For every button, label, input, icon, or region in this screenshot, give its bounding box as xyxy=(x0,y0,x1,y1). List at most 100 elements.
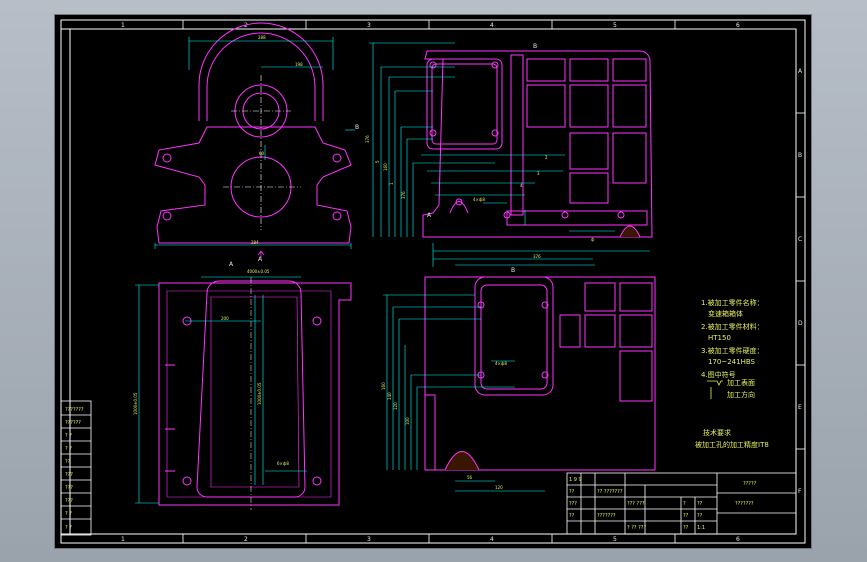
note-4-surface: 加工表面 xyxy=(727,378,755,387)
grid-col-2: 2 xyxy=(244,22,248,29)
grid-col-4: 4 xyxy=(490,22,494,29)
side-label-b: B xyxy=(533,43,537,50)
grid-row-f: F xyxy=(798,488,802,495)
grid-labels: 1 2 3 4 5 6 1 2 3 4 5 6 A B C D E F xyxy=(121,22,803,543)
grid-col-6-bottom: 6 xyxy=(736,536,740,543)
front-view[interactable]: 288 198 284 60 B A xyxy=(154,22,359,263)
title-c5: ?? xyxy=(683,513,689,519)
side-dim-1: 1 xyxy=(389,182,394,185)
grid-col-3: 3 xyxy=(367,22,371,29)
front-dim-bottom: 284 xyxy=(251,240,259,245)
drawing-border xyxy=(60,19,806,544)
grid-col-1: 1 xyxy=(121,22,125,29)
note-2: 2.被加工零件材料： xyxy=(701,322,764,331)
stamp-label-8: ??? xyxy=(65,498,73,504)
grid-col-3-bottom: 3 xyxy=(367,536,371,543)
surface-symbol-icon xyxy=(707,380,723,386)
grid-row-c: C xyxy=(798,236,802,243)
plan-dim-top: 4000±0.05 xyxy=(247,269,270,274)
grid-col-2-bottom: 2 xyxy=(244,536,248,543)
title-name: ??????? xyxy=(735,501,754,507)
grid-col-4-bottom: 4 xyxy=(490,536,494,543)
notes-block: 1.被加工零件名称： 变速箱箱体 2.被加工零件材料： HT150 3.被加工零… xyxy=(695,298,769,449)
side-stamp-table: ??????? ?????? ? ? ? ? ?? ??? ??? ??? ? … xyxy=(60,400,92,536)
side-dim-hole: 4×ф8 xyxy=(473,197,485,202)
sec-dim-hole: 4×ф8 xyxy=(495,361,507,366)
note-3: 3.被加工零件硬度： xyxy=(701,346,764,355)
side-dim-f: ф xyxy=(591,237,595,242)
side-dim-376b: 376 xyxy=(401,191,406,199)
title-c1: ?? ??????? xyxy=(597,489,623,495)
cad-viewport[interactable]: 1 2 3 4 5 6 1 2 3 4 5 6 A B C D E F xyxy=(55,15,811,548)
sec-dim-1: 160 xyxy=(381,382,386,390)
plan-dim-left: 1000±0.05 xyxy=(133,392,138,415)
title-c3: ? xyxy=(683,501,686,507)
sec-dim-b1: 56 xyxy=(467,475,473,480)
grid-row-e: E xyxy=(798,404,802,411)
plan-view[interactable]: 4000±0.05 200 1000±0.05 1000±0.05 6×ф8 A xyxy=(133,261,352,510)
stamp-label-1: ??????? xyxy=(65,407,84,413)
title-r2: ?? xyxy=(569,489,575,495)
grid-row-a: A xyxy=(798,68,803,75)
title-c6: ? ?? ??? xyxy=(627,525,646,531)
grid-col-5: 5 xyxy=(613,22,617,29)
grid-col-1-bottom: 1 xyxy=(121,536,125,543)
grid-col-5-bottom: 5 xyxy=(613,536,617,543)
side-label-a: A xyxy=(427,212,432,219)
title-c10: 1:1 xyxy=(697,525,705,531)
title-r3: ??? xyxy=(569,501,577,507)
plan-label-a: A xyxy=(229,261,234,268)
grid-ticks xyxy=(182,20,805,543)
title-r1: 1 9 9 xyxy=(569,477,582,483)
side-dim-3: 3 xyxy=(537,171,540,176)
sec-dim-2: 140 xyxy=(387,392,392,400)
title-c4: ?? xyxy=(697,501,703,507)
front-label-b: B xyxy=(355,124,359,131)
title-r4: ?? xyxy=(569,513,575,519)
note-2-value: HT150 xyxy=(708,334,731,342)
title-block[interactable]: ????? ??????? 1 9 9 ?? ??? ?? ?? ???????… xyxy=(566,472,797,535)
sec-dim-b2: 120 xyxy=(495,485,503,490)
note-4: 4.图中符号 xyxy=(701,370,736,379)
note-4-direction: 加工方向 xyxy=(727,390,755,399)
req-title: 技术要求 xyxy=(703,428,731,437)
title-top: ????? xyxy=(743,481,757,487)
front-dim-60: 60 xyxy=(259,151,265,156)
req-text: 被加工孔的加工精度IT8 xyxy=(695,440,769,449)
stamp-label-10: ? ? xyxy=(65,525,72,531)
note-1: 1.被加工零件名称： xyxy=(701,298,764,307)
plan-dim-mid: 1000±0.05 xyxy=(257,382,262,405)
note-1-value: 变速箱箱体 xyxy=(708,309,743,318)
stamp-label-6: ??? xyxy=(65,472,73,478)
front-label-a: A xyxy=(258,256,263,263)
drawing-canvas[interactable]: 1 2 3 4 5 6 1 2 3 4 5 6 A B C D E F xyxy=(55,15,811,548)
side-dim-160: 160 xyxy=(383,163,388,171)
stamp-label-9: ? ? xyxy=(65,511,72,517)
stamp-label-4: ? ? xyxy=(65,446,72,452)
stamp-label-3: ? ? xyxy=(65,433,72,439)
front-dim-r: 198 xyxy=(295,62,303,67)
note-3-value: 170~241HBS xyxy=(708,358,756,366)
front-arrow-a xyxy=(257,250,265,259)
grid-row-d: D xyxy=(798,320,803,327)
sec-dim-4: 100 xyxy=(405,417,410,425)
title-c2: ??? ??? xyxy=(627,501,645,507)
side-view[interactable]: 376 5 160 1 376 2 3 4 4×ф8 376 ф A B xyxy=(365,42,653,267)
side-dim-bottom: 376 xyxy=(533,254,541,259)
grid-col-6: 6 xyxy=(736,22,740,29)
front-dim-top: 288 xyxy=(258,35,266,40)
grid-row-b: B xyxy=(798,152,802,159)
title-c8: ??????? xyxy=(597,513,616,519)
plan-dim-hole: 6×ф8 xyxy=(277,461,289,466)
stamp-label-5: ?? xyxy=(65,459,71,465)
title-c7: ?? xyxy=(697,513,703,519)
title-c9: ?? xyxy=(683,525,689,531)
side-dim-376: 376 xyxy=(365,135,370,143)
section-view[interactable]: 160 140 120 100 4×ф8 56 120 B xyxy=(381,267,656,492)
side-dim-5: 5 xyxy=(375,160,380,163)
stamp-label-7: ??? xyxy=(65,485,73,491)
sec-label-b: B xyxy=(511,267,515,274)
side-dim-2: 2 xyxy=(545,155,548,160)
stamp-label-2: ?????? xyxy=(65,420,81,426)
plan-dim-200: 200 xyxy=(221,316,229,321)
